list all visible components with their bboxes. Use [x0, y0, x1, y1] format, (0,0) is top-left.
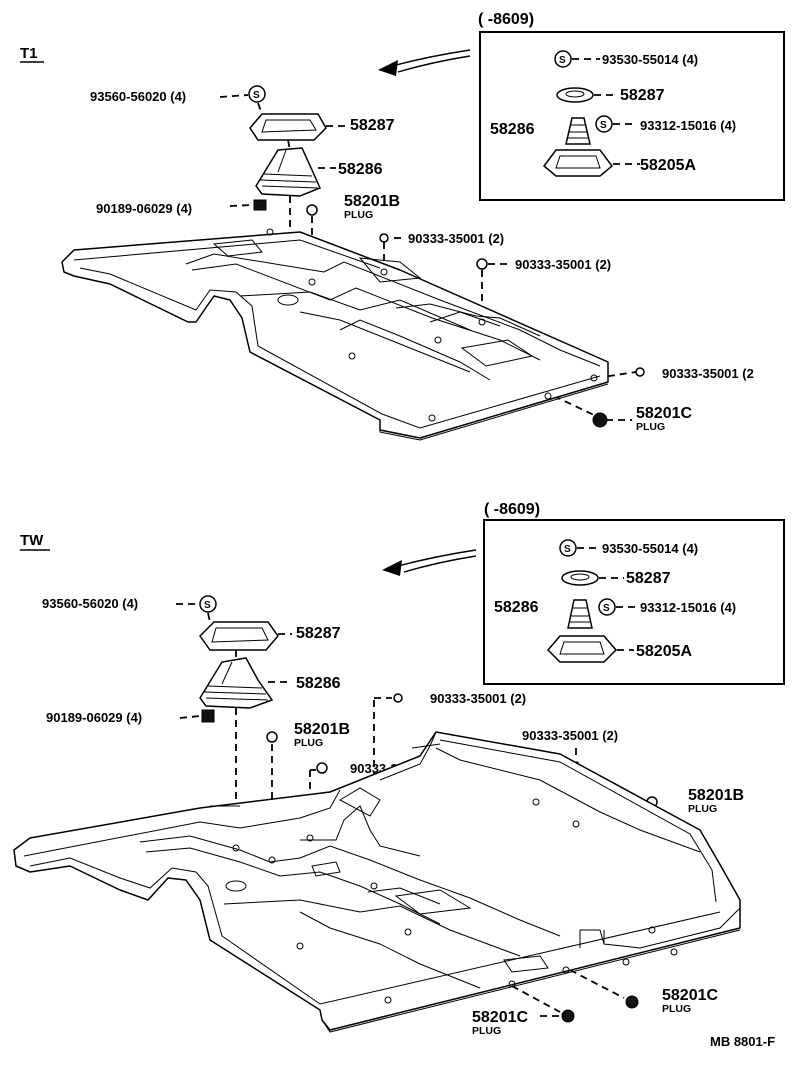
- section-t1: T1 ( -8609) S 93530-55014 (4) 58287 5828…: [20, 11, 785, 441]
- boot-icon: [565, 117, 591, 145]
- part-label: 58287: [296, 625, 341, 642]
- screw-glyph: S: [564, 544, 571, 555]
- inset-box: [479, 31, 785, 201]
- exploded-parts-t1: S 93560-56020 (4) 58287 58286 90189-0602…: [90, 85, 754, 433]
- inset-part-label: 58287: [620, 87, 665, 104]
- part-label: 58201B: [344, 193, 400, 210]
- boot-icon: [567, 599, 593, 629]
- retainer-ring-icon: [561, 570, 599, 586]
- inset-part-label: 93312-15016 (4): [640, 118, 736, 133]
- shift-boot-icon: [199, 657, 274, 709]
- part-label: 90333-35001 (2): [408, 231, 504, 246]
- section-title-t1: T1: [20, 45, 38, 62]
- boot-plate-icon: [542, 149, 614, 177]
- screw-glyph: S: [600, 120, 607, 131]
- part-label: 90333-35001 (2): [522, 728, 618, 743]
- screw-icon: [598, 598, 616, 616]
- part-label: 90333-35001 (2): [515, 257, 611, 272]
- part-label: 58201C: [662, 987, 718, 1004]
- inset-part-label: 93312-15016 (4): [640, 600, 736, 615]
- part-label: 58201B: [688, 787, 744, 804]
- screw-glyph: S: [204, 600, 211, 611]
- plug-icon: [306, 204, 318, 216]
- section-title-tw: TW: [20, 532, 44, 549]
- arrow-icon: [378, 49, 471, 76]
- part-label: 90189-06029 (4): [46, 710, 142, 725]
- retainer-plate-icon: [199, 621, 279, 651]
- inset-parts: S 93530-55014 (4) 58287 58286 S 93312-15…: [494, 539, 736, 663]
- part-sublabel: PLUG: [472, 1025, 501, 1037]
- part-label: 58201C: [636, 405, 692, 422]
- nut-icon: [201, 709, 215, 723]
- exploded-parts-tw: S 93560-56020 (4) 58287 58286 90189-0602…: [42, 595, 744, 1037]
- arrow-icon: [382, 549, 477, 576]
- figure-code: MB 8801-F: [710, 1034, 775, 1049]
- part-sublabel: PLUG: [294, 737, 323, 749]
- grommet-icon: [476, 258, 488, 270]
- part-label: 58287: [350, 117, 395, 134]
- floor-pan-t1: [61, 228, 609, 441]
- inset-parts: S 93530-55014 (4) 58287 58286 S 93312-15…: [490, 50, 736, 177]
- screw-glyph: S: [559, 55, 566, 66]
- inset-range-label: ( -8609): [478, 11, 534, 28]
- part-label: 90333-35001 (2): [430, 691, 526, 706]
- screw-glyph: S: [603, 603, 610, 614]
- shift-boot-icon: [255, 147, 322, 197]
- plug-icon: [592, 412, 608, 428]
- inset-part-label: 58205A: [636, 643, 692, 660]
- floor-pan-tw: [13, 731, 741, 1033]
- inset-part-label: 58287: [626, 570, 671, 587]
- inset-range-label: ( -8609): [484, 501, 540, 518]
- inset-part-label: 58286: [490, 121, 535, 138]
- grommet-icon: [379, 233, 389, 243]
- plug-icon: [266, 731, 278, 743]
- boot-plate-icon: [546, 635, 618, 663]
- screw-icon: [559, 539, 577, 557]
- inset-part-label: 58205A: [640, 157, 696, 174]
- part-label: 90333-35001 (2: [662, 366, 754, 381]
- part-label: 93560-56020 (4): [90, 89, 186, 104]
- part-sublabel: PLUG: [662, 1003, 691, 1015]
- part-sublabel: PLUG: [344, 209, 373, 221]
- screw-icon: [199, 595, 217, 613]
- screw-glyph: S: [253, 90, 260, 101]
- screw-icon: [595, 115, 613, 133]
- grommet-icon: [316, 762, 328, 774]
- screw-icon: [554, 50, 572, 68]
- section-tw: TW ( -8609) S 93530-55014 (4) 58287 5828…: [13, 501, 785, 1037]
- part-label: 90189-06029 (4): [96, 201, 192, 216]
- inset-box: [483, 519, 785, 685]
- part-label: 58286: [338, 161, 383, 178]
- part-sublabel: PLUG: [688, 803, 717, 815]
- inset-part-label: 93530-55014 (4): [602, 52, 698, 67]
- inset-part-label: 58286: [494, 599, 539, 616]
- screw-icon: [248, 85, 266, 103]
- retainer-ring-icon: [556, 87, 594, 103]
- plug-icon: [625, 995, 639, 1009]
- grommet-icon: [635, 367, 645, 377]
- plug-icon: [561, 1009, 575, 1023]
- part-label: 58201C: [472, 1009, 528, 1026]
- part-label: 93560-56020 (4): [42, 596, 138, 611]
- inset-part-label: 93530-55014 (4): [602, 541, 698, 556]
- part-label: 58286: [296, 675, 341, 692]
- part-label: 58201B: [294, 721, 350, 738]
- nut-icon: [253, 199, 267, 211]
- part-sublabel: PLUG: [636, 421, 665, 433]
- grommet-icon: [393, 693, 403, 703]
